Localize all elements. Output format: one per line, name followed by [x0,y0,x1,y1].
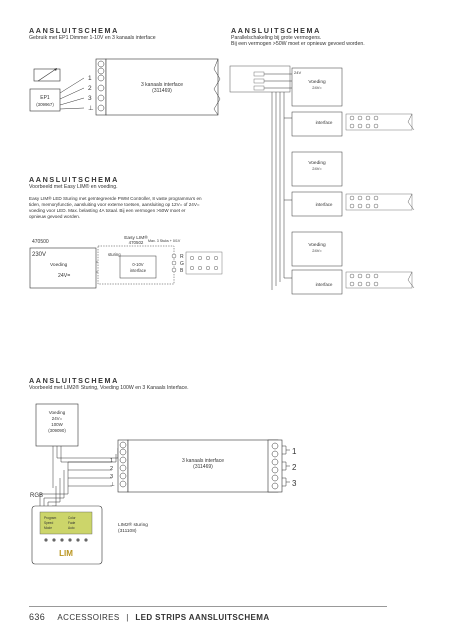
footer-category: ACCESSOIRES [57,613,120,622]
section-2-subtitle-2: Bij een vermogen >50W moet er opnieuw ge… [231,41,365,48]
terminal-label-1: 1 [110,458,113,464]
psu-voltage-1: 24V= [312,85,322,90]
easy-lim-code: 470502 [129,240,144,245]
terminal-label-gnd: ⊥ [110,481,115,488]
interface-box-1 [291,111,343,137]
rgb-b: B [180,268,184,274]
diagram-parallel: Voeding 24V= 24V interface Voeding 24V= … [229,65,415,295]
section-4-header: AANSLUITSCHEMA Voorbeeld met LIM2® Sturi… [29,376,189,391]
section-2-header: AANSLUITSCHEMA Parallelschakeling bij gr… [231,26,365,48]
psu-volt: 24V= [52,416,63,421]
ep1-label: EP1 [40,95,50,101]
screen-r3c2: Auto [68,526,75,530]
screen-r2c1: Speed [44,521,53,525]
body-line-4: opnieuw gevoed worden. [29,214,81,219]
mains-label: 230V [32,252,46,258]
rgb-label: RGB [30,493,43,499]
psu-out: 24V= [58,273,70,279]
terminal-label-1: 1 [88,75,92,82]
psu-code: (309090) [48,428,66,433]
diagram-easy-lim: 470500 230V Voeding 24V= Easy LIM® 47050… [29,234,223,289]
screen-r2c2: Fade [68,521,75,525]
section-4-subtitle: Voorbeeld met LIM2® Sturing, Voeding 100… [29,385,189,391]
psu-code: 470500 [32,239,49,245]
lim-logo: LIM [59,549,73,558]
psu-box [29,247,97,289]
section-3-body: Easy LIM® LED Sturing met geïntegreerde … [29,196,229,220]
section-3-title: AANSLUITSCHEMA [29,175,119,184]
psu-voltage-2: 24V= [312,166,322,171]
footer: 636 ACCESSOIRES | LED STRIPS AANSLUITSCH… [29,612,270,622]
body-line-1: Easy LIM® LED Sturing met geïntegreerde … [29,196,202,201]
psu-label: Voeding [49,410,66,415]
lim2-code: (311108) [118,528,137,534]
lim2-label: LIM2® sturing [118,521,148,528]
diagram-ep1-interface: EP1 (309967) 1 2 3 ⊥ 24 V – 3 kanaals in… [29,58,221,116]
interface-code: (311469) [152,88,172,94]
screen-r1c2: Color [68,516,77,520]
section-2-subtitle-1: Parallelschakeling bij grote vermogens. [231,35,322,41]
rgb-g: G [180,261,184,267]
v-label-1: 24V [294,70,301,75]
footer-separator: | [126,613,129,622]
terminal-label-3: 3 [110,474,113,480]
screen-r1c1: Program [44,516,57,520]
lim2-screen [39,511,93,535]
page-number: 636 [29,612,46,622]
psu-label: Voeding [50,262,68,268]
footer-rule [29,606,387,607]
psu-label-3: Voeding [308,242,326,248]
easy-lim-label: Easy LIM® [124,234,148,241]
led-strip-group [345,113,413,289]
psu-power: 100W [51,422,63,427]
terminal-label-2: 2 [110,466,113,472]
interface-box [127,439,279,493]
interface-code: (311469) [193,464,213,470]
screen-r3c1: Mode [44,526,52,530]
psu-label-1: Voeding [308,79,326,85]
led-strip [185,251,223,275]
interface-label: 3 kanaals interface [182,458,224,464]
section-3-header: AANSLUITSCHEMA Voorbeeld met Easy LIM® e… [29,175,119,190]
psu-label-2: Voeding [308,160,326,166]
footer-section: LED STRIPS AANSLUITSCHEMA [135,613,270,622]
sturing-label: sturing [108,252,121,257]
section-1-title: AANSLUITSCHEMA [29,26,119,35]
terminal-label-3: 3 [88,95,92,102]
interface-box-3 [291,269,343,295]
diagram-lim2: Voeding 24V= 100W (309090) 1 2 3 ⊥ 24 V … [30,403,297,565]
interface-box-2 [291,191,343,217]
section-1-subtitle: Gebruik met EP1 Dimmer 1-10V en 3 kanaal… [29,35,156,41]
interface-label-2: interface [316,202,333,207]
section-3-subtitle: Voorbeeld met Easy LIM® en voeding. [29,184,118,190]
body-line-3: voeding voor LED. Max. belasting 4A tota… [29,208,186,213]
section-4-title: AANSLUITSCHEMA [29,376,119,385]
interface-box [119,255,157,279]
section-2-title: AANSLUITSCHEMA [231,26,321,35]
interface-label-3: interface [316,282,333,287]
output-1: 1 [292,447,297,456]
rgb-r: R [180,254,184,260]
ep1-code: (309967) [36,102,54,107]
interface-label: 3 kanaals interface [141,82,183,88]
section-1-header: AANSLUITSCHEMA Gebruik met EP1 Dimmer 1-… [29,26,156,41]
output-2: 2 [292,463,297,472]
psu-voltage-3: 24V= [312,248,322,253]
body-line-2: tiden, memoryfunctie, aansluiting voor e… [29,202,200,207]
ep1-box [29,88,61,112]
interface-line-2: interface [130,268,147,273]
interface-line-1: 0-10V [132,262,143,267]
max-note: Max. 3 Stuks + 0/1V [148,239,181,243]
terminal-label-gnd: ⊥ [88,105,94,112]
interface-label-1: interface [316,120,333,125]
output-3: 3 [292,479,297,488]
interface-box [105,58,219,116]
terminal-label-2: 2 [88,85,92,92]
psu-100w [35,403,79,447]
